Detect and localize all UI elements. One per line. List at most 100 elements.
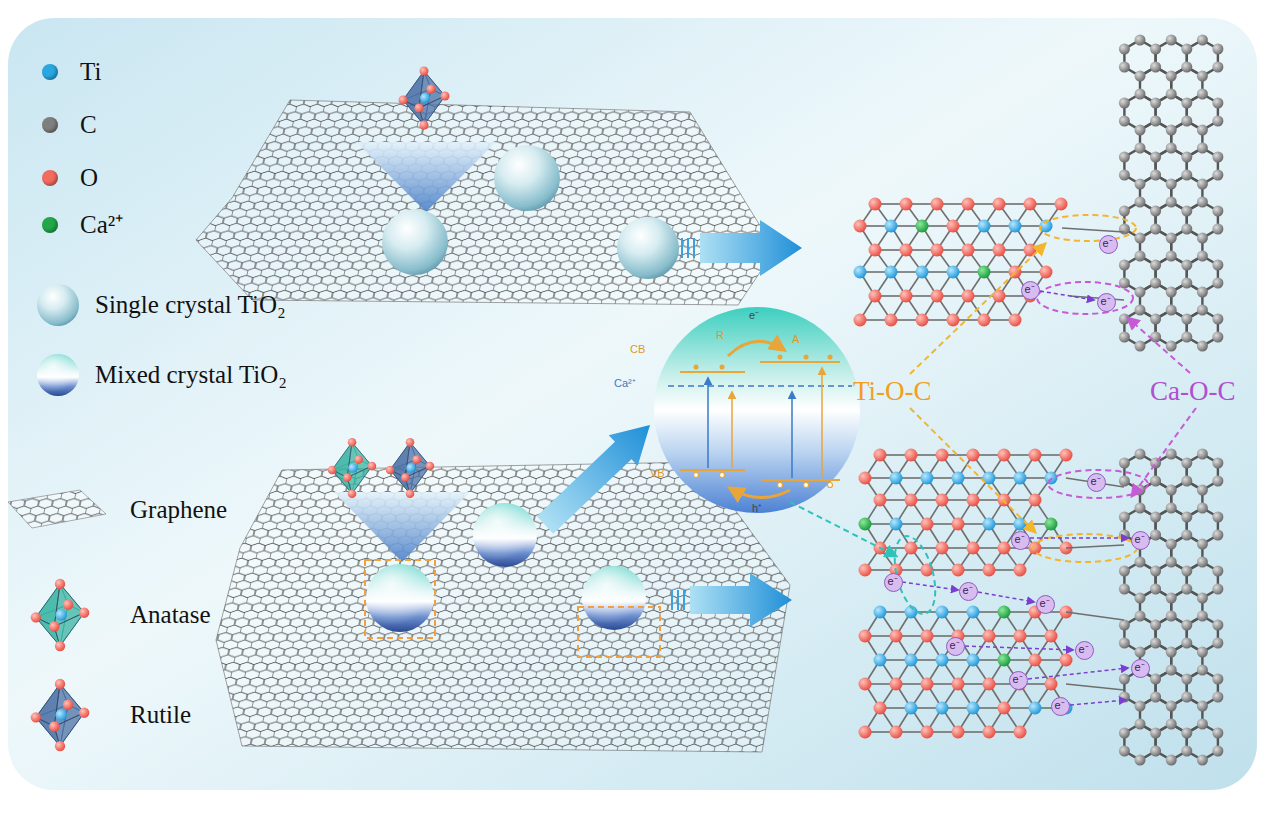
carbon-atom	[1212, 278, 1223, 289]
carbon-atom	[1119, 746, 1130, 757]
circle-shape	[804, 483, 809, 488]
line-shape	[1066, 612, 1124, 620]
ti-atom	[55, 709, 67, 721]
o-atom	[426, 462, 435, 471]
carbon-atom	[1150, 620, 1161, 631]
lattice-atom	[1014, 630, 1027, 643]
lattice-atom	[931, 198, 944, 211]
carbon-atom	[1212, 44, 1223, 55]
polygon-shape	[690, 573, 792, 627]
lattice-atom	[921, 726, 934, 739]
carbon-atom	[1212, 746, 1223, 757]
carbon-atom	[1197, 593, 1208, 604]
lattice-atom	[854, 266, 867, 279]
carbon-atom	[1212, 170, 1223, 181]
o-atom	[412, 455, 421, 464]
carbon-atom	[1197, 485, 1208, 496]
electron-circle: e⁻	[959, 582, 978, 601]
carbon-atom	[1212, 530, 1223, 541]
carbon-atom	[1150, 566, 1161, 577]
carbon-atom	[1181, 458, 1192, 469]
carbon-atom	[1181, 746, 1192, 757]
graphene-bonds	[1124, 40, 1218, 346]
mixed-crystal-sphere	[473, 503, 537, 567]
carbon-atom	[1135, 341, 1146, 352]
octahedra	[31, 67, 450, 752]
carbon-atom	[1119, 332, 1130, 343]
octahedron-icon	[31, 579, 90, 651]
lattice-atom	[998, 449, 1011, 462]
lattice-atom	[916, 220, 929, 233]
lattice-atom	[952, 564, 965, 577]
lattice-atom	[962, 244, 975, 257]
carbon-atom	[1150, 224, 1161, 235]
excitation-arrow	[731, 392, 733, 468]
carbon-atom	[1166, 197, 1177, 208]
carbon-atom	[1212, 206, 1223, 217]
carbon-atom	[1197, 35, 1208, 46]
carbon-atom	[1166, 305, 1177, 316]
graphene-icon	[8, 490, 106, 528]
transfer-arrow	[730, 488, 790, 498]
lattice-atom	[900, 244, 913, 257]
band-label: R	[716, 329, 724, 342]
carbon-atom	[1135, 503, 1146, 514]
carbon-atom	[1119, 566, 1130, 577]
lattice-atom	[1045, 678, 1058, 691]
lattice-atom	[983, 678, 996, 691]
carbon-atom	[1197, 719, 1208, 730]
o-atom	[343, 473, 352, 482]
carbon-atom	[1212, 224, 1223, 235]
lattice-atom	[921, 630, 934, 643]
circle-shape	[720, 365, 725, 370]
sphere-highlight	[473, 503, 537, 567]
o-atom	[49, 721, 59, 731]
lattice-atom	[859, 564, 872, 577]
o-atom	[55, 579, 65, 589]
carbon-atom	[1150, 692, 1161, 703]
carbon-atom	[1212, 638, 1223, 649]
octahedron-icon	[386, 438, 434, 498]
carbon-atom	[1119, 584, 1130, 595]
carbon-atom	[1119, 260, 1130, 271]
electron-dots	[694, 355, 833, 370]
o-atom	[354, 455, 363, 464]
carbon-atom	[1135, 647, 1146, 658]
carbon-atom	[1197, 305, 1208, 316]
carbon-atom	[1181, 692, 1192, 703]
lattice-atom	[1014, 564, 1027, 577]
electron-label: e⁻	[1039, 597, 1049, 610]
lattice-atom	[874, 702, 887, 715]
lattice-atom	[859, 630, 872, 643]
dashed-box	[578, 607, 660, 657]
carbon-atom	[1166, 233, 1177, 244]
lattice-atom	[967, 606, 980, 619]
carbon-atom	[1212, 476, 1223, 487]
lattice-atom	[900, 198, 913, 211]
legend-swatch	[42, 64, 58, 80]
carbon-atom	[1181, 206, 1192, 217]
vb-line	[762, 479, 840, 481]
lattice-atom	[890, 678, 903, 691]
carbon-atom	[1150, 278, 1161, 289]
bond-ellipse	[1037, 282, 1133, 314]
carbon-atom	[1150, 728, 1161, 739]
lattice-atom	[993, 290, 1006, 303]
carbon-atom	[1119, 620, 1130, 631]
carbon-atom	[1135, 89, 1146, 100]
legend-label: C	[80, 111, 97, 140]
carbon-atom	[1150, 98, 1161, 109]
carbon-atom	[1166, 701, 1177, 712]
line-shape	[1066, 684, 1124, 690]
carbon-atom	[1181, 314, 1192, 325]
carbon-atom	[1135, 719, 1146, 730]
line-shape	[687, 238, 689, 258]
interface-bonds	[1062, 228, 1124, 690]
electron-label: e⁻	[1078, 643, 1088, 656]
o-atom	[49, 621, 59, 631]
o-atom	[348, 489, 357, 498]
line-shape	[1066, 545, 1124, 548]
line-shape	[693, 238, 695, 258]
carbon-atom	[1197, 71, 1208, 82]
band-label: CB	[630, 343, 645, 356]
